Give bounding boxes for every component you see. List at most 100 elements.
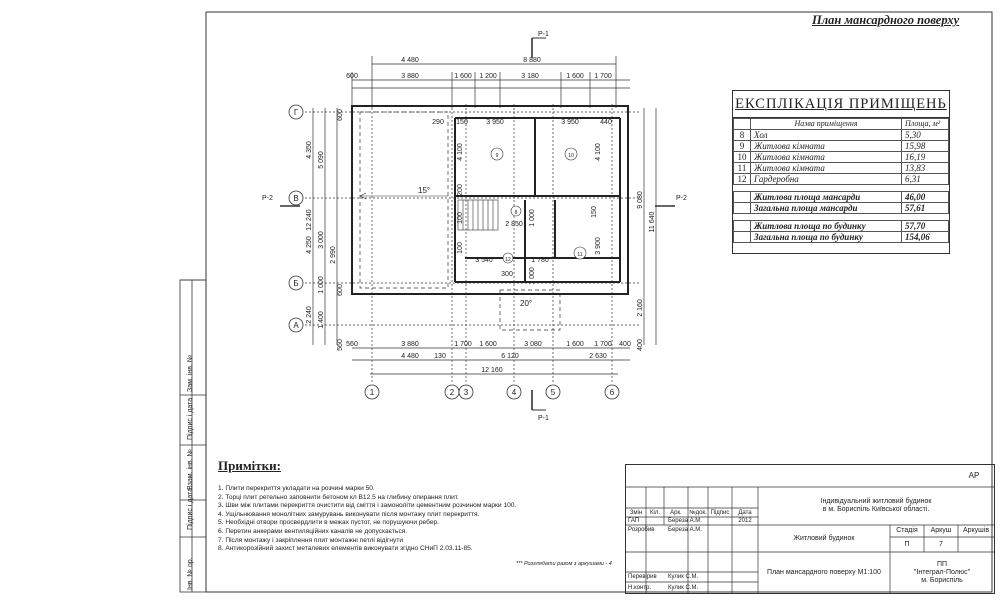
name-dev: Береза А.М. xyxy=(668,526,702,533)
dimension-label: 12 160 xyxy=(481,367,503,374)
organization: ПП "Інтеграл-Полюс" м. Бориспіль xyxy=(913,560,971,584)
summary-row: Загальна площа мансарди 57,61 xyxy=(733,202,949,214)
dimension-label: 4 250 xyxy=(306,236,313,254)
role-check: Перевірив xyxy=(628,574,657,580)
summary-row: Загальна площа по будинку 154,06 xyxy=(733,231,949,243)
note-item: 7. Після монтажу і закріплення плит монт… xyxy=(218,536,404,544)
summary-row: Житлова площа мансарди 46,00 xyxy=(733,191,949,203)
side-label: Взам. інв. № xyxy=(187,448,194,490)
explication-row: 8 Хол 5,30 xyxy=(733,129,949,141)
section-marker-label: Р-1 xyxy=(538,31,549,38)
doc-code: АР xyxy=(968,471,980,480)
dimension-label: 1 000 xyxy=(318,276,325,294)
porch-slope-label: 20° xyxy=(520,299,532,308)
dimension-label: 3 880 xyxy=(401,73,419,80)
sheets-value xyxy=(958,537,994,552)
dimension-label: 440 xyxy=(600,119,612,126)
hdr-date: Дата xyxy=(738,509,752,516)
dimension-label: 1 600 xyxy=(566,341,584,348)
dimension-label: 4 100 xyxy=(595,143,602,161)
dimension-label: 6 120 xyxy=(501,353,519,360)
note-item: 5. Необхідні отвори просвердлити в межах… xyxy=(218,519,439,527)
room-tag: 12 xyxy=(505,257,511,263)
dimension-label: 400 xyxy=(619,341,631,348)
dimension-label: 1 000 xyxy=(529,209,536,227)
sheet-name: План мансардного поверху М1:100 xyxy=(767,568,881,576)
dimension-label: 300 xyxy=(501,271,513,278)
dimension-label: 290 xyxy=(432,119,444,126)
dimension-label: 100 xyxy=(457,242,464,254)
dimension-label: 2 990 xyxy=(330,246,337,264)
name-nk: Кулик С.М. xyxy=(668,584,699,591)
dimension-label: 1 600 xyxy=(454,73,472,80)
side-label: Підпис і дата xyxy=(187,397,194,440)
dimension-label: 3 180 xyxy=(521,73,539,80)
dimension-label: 600 xyxy=(346,73,358,80)
explication-row: 11 Житлова кімната 13,83 xyxy=(733,162,949,174)
axis-letter: А xyxy=(293,321,299,330)
dimension-label: 130 xyxy=(434,353,446,360)
dimension-label: 4 480 xyxy=(401,353,419,360)
object-name: Житловий будинок xyxy=(793,534,855,542)
hdr-sign: Підпис xyxy=(710,509,730,516)
room-tag: 10 xyxy=(568,153,574,159)
hdr-change: Змін xyxy=(629,509,643,516)
dimension-label: 100 xyxy=(457,212,464,224)
explication-row: 9 Житлова кімната 15,98 xyxy=(733,140,949,152)
note-item: 6. Перетин анкерами вентиляційних каналі… xyxy=(218,527,408,535)
dimension-label: 2 850 xyxy=(505,221,523,228)
room-tag: 9 xyxy=(496,153,499,159)
title-block-grid xyxy=(626,486,994,593)
side-label: Зам. інв. № xyxy=(187,354,194,392)
col-area-header: Площа, м² xyxy=(901,118,949,130)
note-item: 2. Торці плит ретельно заповнити бетоном… xyxy=(218,493,459,501)
dimension-label: 3 000 xyxy=(318,231,325,249)
room-tag: 11 xyxy=(577,252,582,258)
dimension-label: 1 600 xyxy=(479,341,497,348)
dimension-label: 3 900 xyxy=(595,237,602,255)
summary-row: Житлова площа по будинку 57,70 xyxy=(733,220,949,232)
dimension-label: 11 640 xyxy=(649,211,656,232)
sheet-label: Аркуш xyxy=(930,527,952,534)
role-dev: Розробив xyxy=(628,526,655,533)
dimension-label: 1 780 xyxy=(531,257,549,264)
dimension-label: 9 080 xyxy=(637,191,644,209)
dimension-label: 3 540 xyxy=(475,257,493,264)
sheets-label: Аркушів xyxy=(962,527,990,534)
dimension-label: 1 200 xyxy=(479,73,497,80)
dimension-label: 3 080 xyxy=(524,341,542,348)
section-marker-label: Р-1 xyxy=(538,415,549,422)
role-gap: ГАП xyxy=(628,518,640,524)
dimension-label: 4 350 xyxy=(306,141,313,159)
axis-number: 3 xyxy=(464,388,469,397)
note-item: 4. Ущільнювання монолітних замурувань ви… xyxy=(218,510,480,518)
axis-number: 6 xyxy=(610,388,615,397)
dimension-label: 560 xyxy=(337,339,344,351)
section-marker-label: Р-2 xyxy=(676,195,687,202)
axis-letter: Б xyxy=(293,279,298,288)
dimension-label: 600 xyxy=(337,109,344,121)
note-item: 8. Антикорозійний захист металевих елеме… xyxy=(218,545,473,553)
note-item: 1. Плити перекриття укладати на розчині … xyxy=(218,485,375,492)
project-name: Індивідуальний житловий будинок в м. Бор… xyxy=(820,498,932,513)
dimension-label: 8 880 xyxy=(523,57,541,64)
page-title: План мансардного поверху xyxy=(812,13,960,27)
dimension-label: 5 090 xyxy=(318,151,325,169)
hdr-qty: Кіл. xyxy=(650,509,660,516)
dimension-label: 1 700 xyxy=(594,73,612,80)
dimension-label: 150 xyxy=(591,206,598,218)
side-label: Підпис і дата xyxy=(187,487,194,530)
stage-value: П xyxy=(904,540,910,548)
notes-heading: Примітки: xyxy=(218,458,281,473)
dimension-label: 3 950 xyxy=(561,119,579,126)
date-value: 2012 xyxy=(738,518,752,524)
hdr-sheet: Арк. xyxy=(670,509,682,516)
axis-number: 4 xyxy=(512,388,517,397)
notes-list: 1. Плити перекриття укладати на розчині … xyxy=(218,485,516,554)
dimension-label: 1 700 xyxy=(594,341,612,348)
signature-note: *** Розглядати разом з аркушами - 4 xyxy=(516,561,612,567)
axis-number: 5 xyxy=(551,388,556,397)
dimension-label: 1 600 xyxy=(566,73,584,80)
name-check: Кулик С.М. xyxy=(668,574,699,580)
sheet-value: 7 xyxy=(939,540,943,548)
